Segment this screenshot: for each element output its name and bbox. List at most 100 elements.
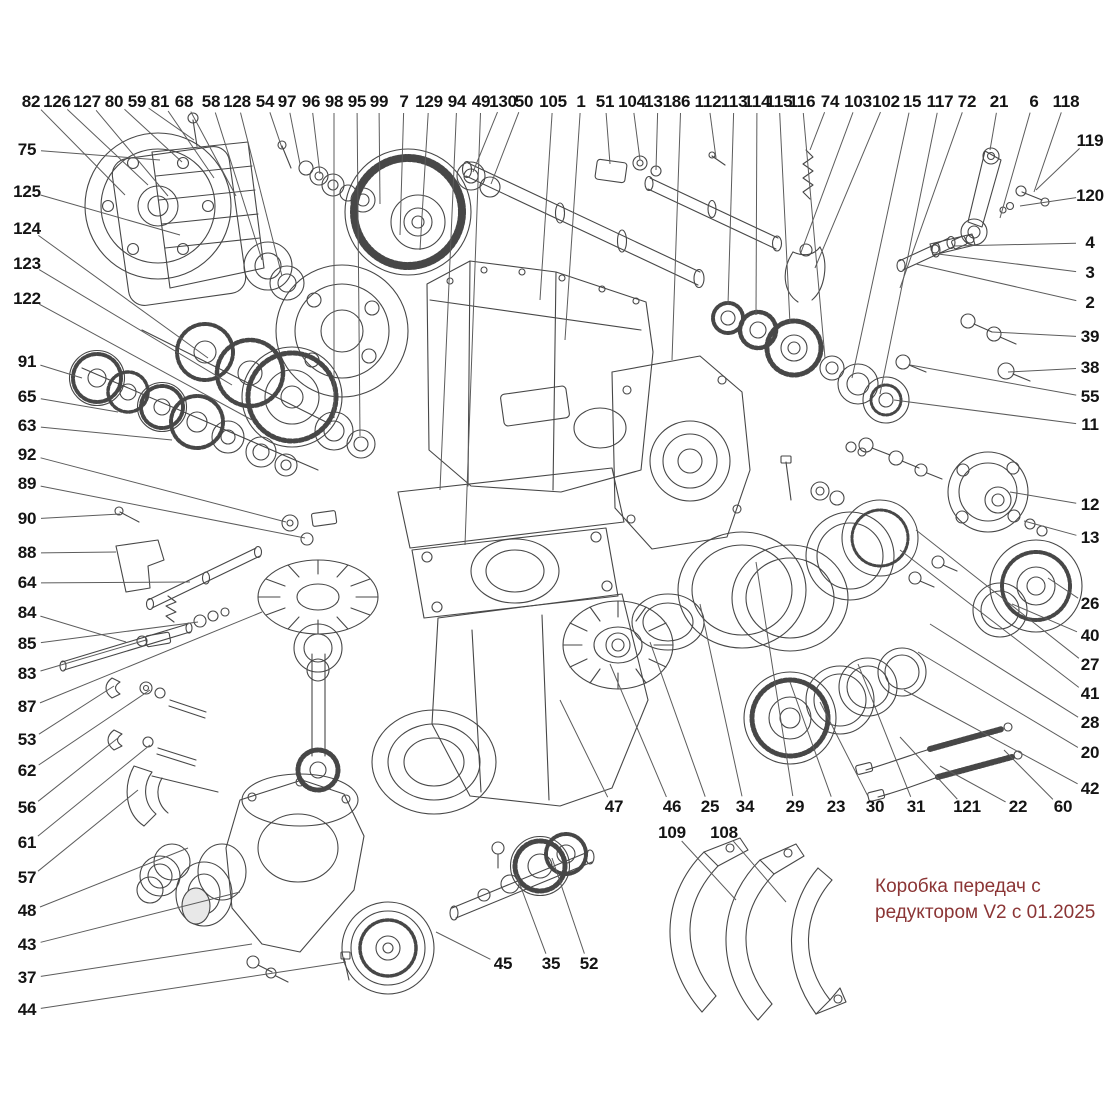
fitting-83-drawing — [136, 631, 172, 648]
leader-line-130 — [472, 111, 498, 173]
leader-line-103 — [799, 112, 854, 256]
leader-line-56 — [37, 737, 119, 802]
callout-90: 90 — [17, 509, 37, 528]
callout-29: 29 — [785, 797, 805, 816]
leader-line-46 — [609, 663, 667, 798]
callout-53: 53 — [17, 730, 37, 749]
leader-line-80 — [124, 108, 183, 163]
callout-96: 96 — [301, 92, 321, 111]
callout-65: 65 — [17, 387, 37, 406]
callout-43: 43 — [17, 935, 37, 954]
cover-disc-drawing — [340, 901, 435, 995]
callout-86: 86 — [671, 92, 691, 111]
callout-31: 31 — [906, 797, 926, 816]
leader-line-25 — [649, 641, 706, 797]
leader-line-50 — [490, 112, 520, 185]
callout-51: 51 — [595, 92, 615, 111]
callout-129: 129 — [415, 92, 443, 111]
callout-34: 34 — [735, 797, 755, 816]
leader-line-45 — [435, 931, 491, 960]
callout-112: 112 — [694, 92, 722, 111]
leader-line-96 — [312, 112, 321, 175]
leader-line-20 — [917, 651, 1079, 748]
callout-64: 64 — [17, 573, 37, 592]
leader-line-6 — [999, 112, 1031, 219]
leader-line-47 — [559, 699, 609, 798]
leader-line-105 — [539, 112, 553, 301]
callout-62: 62 — [17, 761, 37, 780]
callout-98: 98 — [324, 92, 344, 111]
leader-line-27 — [915, 529, 1080, 659]
leader-line-97 — [289, 112, 301, 165]
fork-bracket-drawing — [114, 506, 165, 593]
callout-115: 115 — [765, 92, 793, 111]
callout-105: 105 — [539, 92, 567, 111]
leader-line-15 — [851, 112, 910, 379]
callout-40: 40 — [1080, 626, 1100, 645]
callout-74: 74 — [820, 92, 840, 111]
leader-line-95 — [356, 112, 361, 437]
callout-39: 39 — [1080, 327, 1100, 346]
leader-line-31 — [857, 663, 912, 797]
leader-line-86 — [671, 112, 681, 361]
callout-61: 61 — [17, 833, 37, 852]
callout-109: 109 — [658, 823, 686, 842]
callout-26: 26 — [1080, 594, 1100, 613]
callout-35: 35 — [541, 954, 561, 973]
leader-line-83 — [40, 639, 147, 672]
leader-line-34 — [699, 603, 743, 797]
leader-line-127 — [95, 109, 169, 197]
diagram-caption: Коробка передач с редуктором V2 с 01.202… — [875, 874, 1095, 926]
callout-6: 6 — [1029, 92, 1039, 111]
leader-line-30 — [819, 701, 869, 798]
callout-99: 99 — [369, 92, 389, 111]
callout-82: 82 — [21, 92, 41, 111]
callout-52: 52 — [579, 954, 599, 973]
gear-train-drawing — [711, 301, 910, 424]
leader-line-109 — [681, 840, 737, 901]
callout-12: 12 — [1080, 495, 1100, 514]
leader-line-41 — [899, 549, 1080, 688]
callout-25: 25 — [700, 797, 720, 816]
callout-122: 122 — [13, 289, 41, 308]
callout-46: 46 — [662, 797, 682, 816]
leader-line-63 — [40, 426, 173, 441]
leader-line-22 — [939, 765, 1006, 803]
callout-95: 95 — [347, 92, 367, 111]
callout-20: 20 — [1080, 743, 1100, 762]
callout-116: 116 — [788, 92, 816, 111]
leader-line-121 — [899, 736, 958, 800]
clutch-drum-drawing — [344, 148, 472, 276]
leader-line-4 — [953, 242, 1077, 247]
leader-line-128 — [240, 112, 283, 277]
callout-84: 84 — [17, 603, 37, 622]
bevel-gear-set-drawing — [257, 559, 379, 793]
callout-22: 22 — [1008, 797, 1028, 816]
cables-drawing — [855, 722, 1023, 802]
leader-line-68 — [190, 111, 237, 197]
reducer-housing-drawing — [136, 773, 365, 983]
leader-line-108 — [733, 840, 787, 903]
callout-1: 1 — [576, 92, 586, 111]
leader-line-82 — [40, 109, 126, 196]
leader-line-52 — [551, 857, 585, 954]
fork-57-drawing — [126, 765, 219, 827]
callout-49: 49 — [471, 92, 491, 111]
leader-line-43 — [40, 891, 241, 943]
leader-line-65 — [40, 398, 119, 413]
callout-113: 113 — [720, 92, 748, 111]
callout-4: 4 — [1085, 233, 1095, 252]
callout-44: 44 — [17, 1000, 37, 1019]
callout-28: 28 — [1080, 713, 1100, 732]
callout-11: 11 — [1081, 415, 1099, 434]
callout-85: 85 — [17, 634, 37, 653]
leader-line-91 — [40, 364, 83, 379]
leader-line-44 — [40, 961, 347, 1009]
gasket-drawing — [111, 146, 247, 306]
callout-124: 124 — [13, 219, 41, 238]
callout-59: 59 — [127, 92, 147, 111]
callout-45: 45 — [493, 954, 513, 973]
callout-47: 47 — [604, 797, 624, 816]
